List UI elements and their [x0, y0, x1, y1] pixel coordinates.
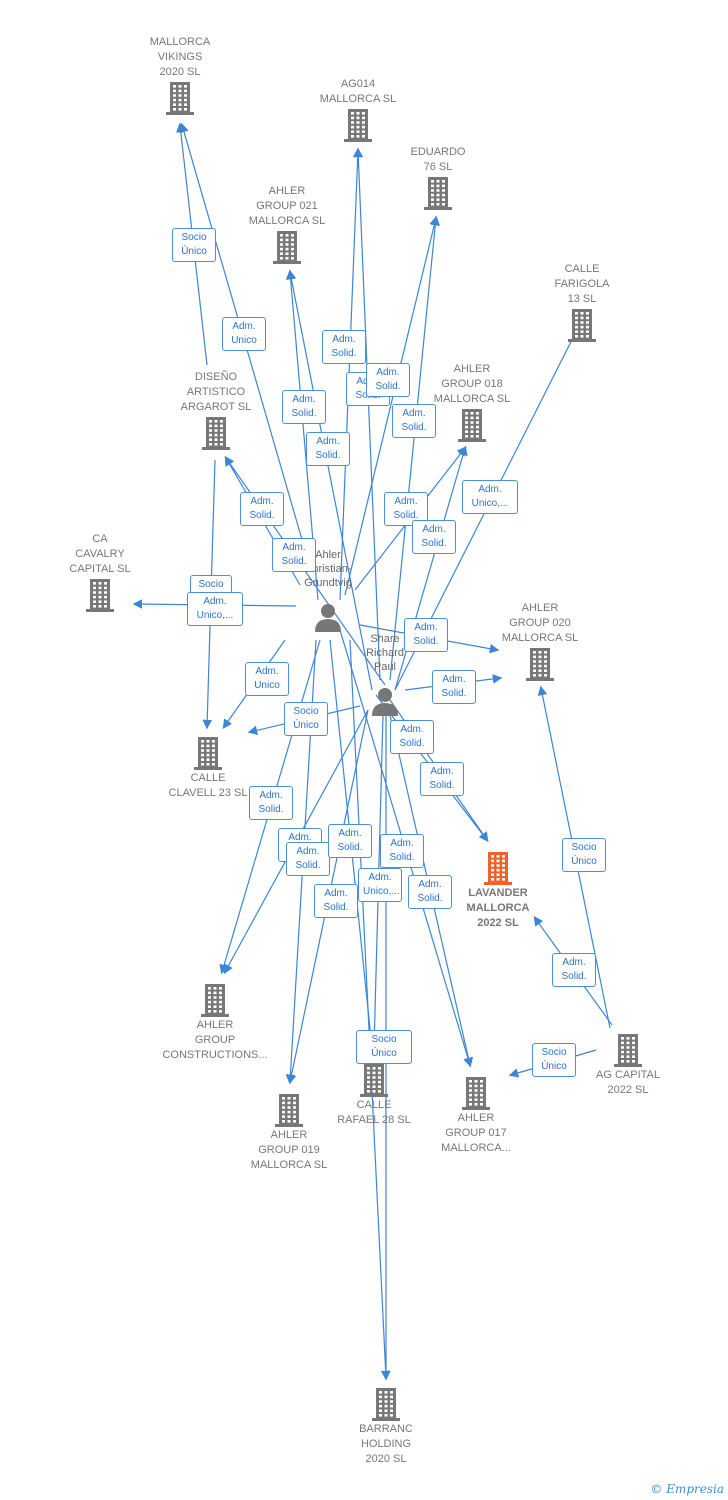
- relation-badge[interactable]: Adm. Solid.: [366, 363, 410, 397]
- company-label: AHLER GROUP 019 MALLORCA SL: [250, 1129, 328, 1171]
- relation-badge[interactable]: Adm. Solid.: [412, 520, 456, 554]
- building-icon: [146, 415, 286, 451]
- company-label: AHLER GROUP 018 MALLORCA SL: [433, 363, 511, 405]
- company-label: AG CAPITAL 2022 SL: [596, 1069, 660, 1096]
- building-icon: [217, 229, 357, 265]
- company-node-diseno[interactable]: DISEÑO ARTISTICO ARGAROT SL: [146, 370, 286, 451]
- relation-badge[interactable]: Adm. Solid.: [322, 330, 366, 364]
- relation-badge[interactable]: Adm. Unico: [222, 317, 266, 351]
- company-node-mallorca-vikings[interactable]: MALLORCA VIKINGS 2020 SL: [110, 35, 250, 116]
- person-label-christian[interactable]: Ahler Christian- Grundtvig: [304, 549, 352, 589]
- relation-badge[interactable]: Adm. Solid.: [408, 875, 452, 909]
- relation-edge: [286, 269, 373, 691]
- relation-badge[interactable]: Adm. Solid.: [249, 786, 293, 820]
- company-node-calle-clavell[interactable]: CALLE CLAVELL 23 SL: [138, 735, 278, 801]
- relation-edge: [389, 215, 441, 681]
- relation-badge[interactable]: Adm. Solid.: [272, 538, 316, 572]
- relation-badge[interactable]: Adm. Solid.: [420, 762, 464, 796]
- company-node-calle-rafael[interactable]: CALLE RAFAEL 28 SL: [304, 1062, 444, 1128]
- building-icon: [558, 1032, 698, 1068]
- relation-badge[interactable]: Adm. Solid.: [432, 670, 476, 704]
- relation-edge: [353, 147, 381, 681]
- company-label: AG014 MALLORCA SL: [319, 78, 397, 105]
- building-icon: [368, 175, 508, 211]
- relation-badge[interactable]: Adm. Solid.: [328, 824, 372, 858]
- relation-badge[interactable]: Socio Único: [356, 1030, 412, 1064]
- company-node-ag014[interactable]: AG014 MALLORCA SL: [288, 77, 428, 143]
- building-icon: [288, 107, 428, 143]
- company-label: CALLE FARIGOLA 13 SL: [554, 263, 610, 305]
- building-icon: [219, 1092, 359, 1128]
- relation-badge[interactable]: Adm. Unico,...: [358, 868, 402, 902]
- relation-edge: [349, 639, 391, 1381]
- company-label: DISEÑO ARTISTICO ARGAROT SL: [180, 371, 252, 413]
- company-label: MALLORCA VIKINGS 2020 SL: [149, 36, 211, 78]
- company-node-ahler018[interactable]: AHLER GROUP 018 MALLORCA SL: [402, 362, 542, 443]
- relation-badge[interactable]: Adm. Solid.: [286, 842, 330, 876]
- company-node-barranc[interactable]: BARRANC HOLDING 2020 SL: [316, 1386, 456, 1467]
- company-label: CA CAVALRY CAPITAL SL: [69, 533, 131, 575]
- relation-badge[interactable]: Adm. Solid.: [392, 404, 436, 438]
- building-icon: [145, 982, 285, 1018]
- relation-badge[interactable]: Socio Único: [172, 228, 216, 262]
- building-icon: [470, 646, 610, 682]
- company-node-calle-farigola[interactable]: CALLE FARIGOLA 13 SL: [512, 262, 652, 343]
- building-icon: [316, 1386, 456, 1422]
- relation-badge[interactable]: Adm. Unico,...: [187, 592, 243, 626]
- relation-badge[interactable]: Adm. Unico,...: [462, 480, 518, 514]
- relation-badge[interactable]: Adm. Solid.: [404, 618, 448, 652]
- company-label: AHLER GROUP CONSTRUCTIONS...: [162, 1019, 268, 1061]
- building-icon: [402, 407, 542, 443]
- company-node-ag-capital[interactable]: AG CAPITAL 2022 SL: [558, 1032, 698, 1098]
- company-node-eduardo76[interactable]: EDUARDO 76 SL: [368, 145, 508, 211]
- building-icon: [428, 850, 568, 886]
- building-icon: [512, 307, 652, 343]
- company-node-ahler020[interactable]: AHLER GROUP 020 MALLORCA SL: [470, 601, 610, 682]
- relation-badge[interactable]: Adm. Solid.: [240, 492, 284, 526]
- company-node-ca-cavalry[interactable]: CA CAVALRY CAPITAL SL: [30, 532, 170, 613]
- company-label: AHLER GROUP 020 MALLORCA SL: [501, 602, 579, 644]
- relation-badge[interactable]: Adm. Solid.: [380, 834, 424, 868]
- company-label: AHLER GROUP 017 MALLORCA...: [441, 1112, 511, 1154]
- relation-badge[interactable]: Socio Único: [284, 702, 328, 736]
- relation-badge[interactable]: Adm. Unico: [245, 662, 289, 696]
- person-label-share[interactable]: Share Richard Paul: [366, 633, 404, 673]
- company-label: EDUARDO 76 SL: [410, 146, 466, 173]
- building-icon: [304, 1062, 444, 1098]
- relation-badge[interactable]: Adm. Solid.: [390, 720, 434, 754]
- relation-badge[interactable]: Adm. Solid.: [306, 432, 350, 466]
- relation-edge: [344, 215, 439, 596]
- footer-brand[interactable]: © Empresia: [650, 1482, 724, 1496]
- person-icon[interactable]: [370, 686, 400, 721]
- relation-badge[interactable]: Adm. Solid.: [552, 953, 596, 987]
- relation-badge[interactable]: Socio Único: [532, 1043, 576, 1077]
- relation-badge[interactable]: Socio Único: [562, 838, 606, 872]
- building-icon: [30, 577, 170, 613]
- brand-name: Empresia: [666, 1482, 724, 1496]
- company-label: CALLE RAFAEL 28 SL: [337, 1099, 411, 1126]
- relation-badge[interactable]: Adm. Solid.: [282, 390, 326, 424]
- building-icon: [110, 80, 250, 116]
- company-label: AHLER GROUP 021 MALLORCA SL: [248, 185, 326, 227]
- company-node-ahler-constructions[interactable]: AHLER GROUP CONSTRUCTIONS...: [145, 982, 285, 1063]
- company-label: CALLE CLAVELL 23 SL: [168, 772, 248, 799]
- relation-badge[interactable]: Adm. Solid.: [314, 884, 358, 918]
- company-node-ahler017[interactable]: AHLER GROUP 017 MALLORCA...: [406, 1075, 546, 1156]
- person-icon[interactable]: [313, 602, 343, 637]
- company-node-ahler021[interactable]: AHLER GROUP 021 MALLORCA SL: [217, 184, 357, 265]
- building-icon: [406, 1075, 546, 1111]
- copyright-symbol: ©: [650, 1482, 663, 1496]
- company-node-lavander[interactable]: LAVANDER MALLORCA 2022 SL: [428, 850, 568, 931]
- company-label: BARRANC HOLDING 2020 SL: [359, 1423, 413, 1465]
- company-label: LAVANDER MALLORCA 2022 SL: [466, 887, 530, 929]
- building-icon: [138, 735, 278, 771]
- company-node-ahler019[interactable]: AHLER GROUP 019 MALLORCA SL: [219, 1092, 359, 1173]
